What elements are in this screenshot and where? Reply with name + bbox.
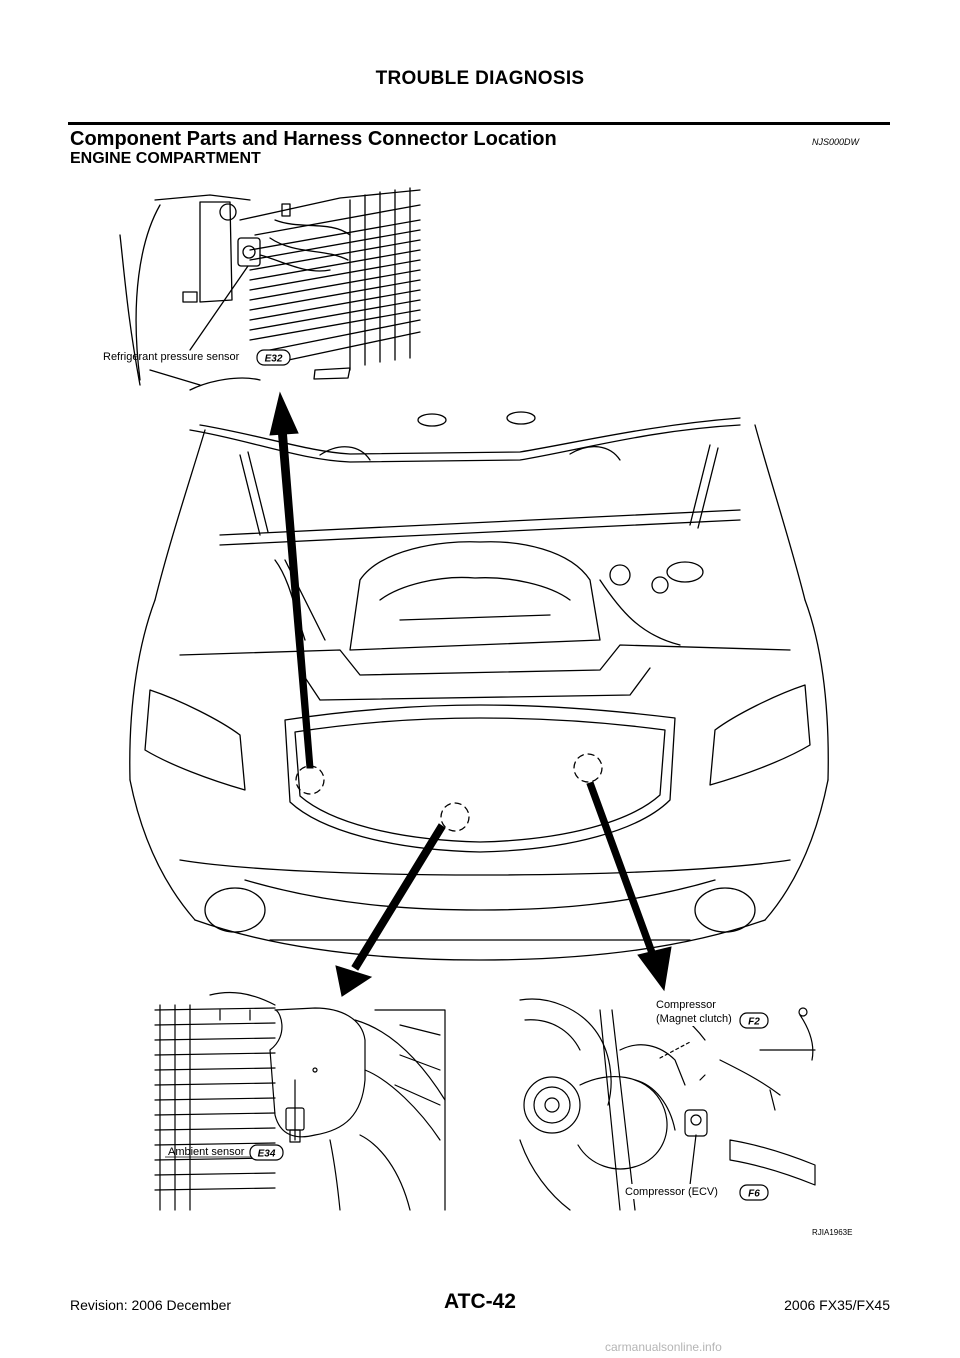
compressor-magnet-connector: F2 bbox=[748, 1017, 760, 1028]
compressor-magnet-line2: (Magnet clutch) bbox=[656, 1013, 732, 1025]
ambient-sensor-inset bbox=[154, 991, 446, 1211]
callout-refrigerant: Refrigerant pressure sensor E32 bbox=[103, 349, 291, 366]
ambient-label: Ambient sensor bbox=[168, 1146, 245, 1158]
section-title: Component Parts and Harness Connector Lo… bbox=[70, 128, 557, 150]
engine-compartment-illustration: Refrigerant pressure sensor E32 Ambient … bbox=[103, 187, 829, 1211]
page-header-title: TROUBLE DIAGNOSIS bbox=[375, 68, 585, 89]
section-code: NJS000DW bbox=[812, 137, 860, 147]
refrigerant-sensor-inset bbox=[119, 187, 421, 391]
header-rule bbox=[68, 122, 890, 125]
callout-compressor-ecv: Compressor (ECV) F6 bbox=[622, 1184, 769, 1201]
watermark-text[interactable]: carmanualsonline.info bbox=[605, 1340, 722, 1354]
compressor-ecv-connector: F6 bbox=[748, 1189, 760, 1200]
refrigerant-connector: E32 bbox=[265, 354, 283, 365]
compressor-ecv-label: Compressor (ECV) bbox=[625, 1186, 718, 1198]
footer-page-number: ATC-42 bbox=[444, 1290, 516, 1313]
vehicle-front-view bbox=[129, 411, 829, 961]
footer-model: 2006 FX35/FX45 bbox=[784, 1297, 890, 1313]
refrigerant-label: Refrigerant pressure sensor bbox=[103, 351, 240, 363]
footer-revision: Revision: 2006 December bbox=[70, 1297, 232, 1313]
callout-ambient: Ambient sensor E34 bbox=[165, 1144, 284, 1161]
compressor-inset bbox=[519, 998, 816, 1211]
pointer-arrows bbox=[269, 391, 672, 997]
callout-compressor-magnet: Compressor (Magnet clutch) F2 bbox=[653, 996, 769, 1029]
compressor-magnet-line1: Compressor bbox=[656, 999, 716, 1011]
section-subtitle: ENGINE COMPARTMENT bbox=[70, 150, 261, 167]
figure-code: RJIA1963E bbox=[812, 1228, 853, 1237]
ambient-connector: E34 bbox=[258, 1149, 276, 1160]
